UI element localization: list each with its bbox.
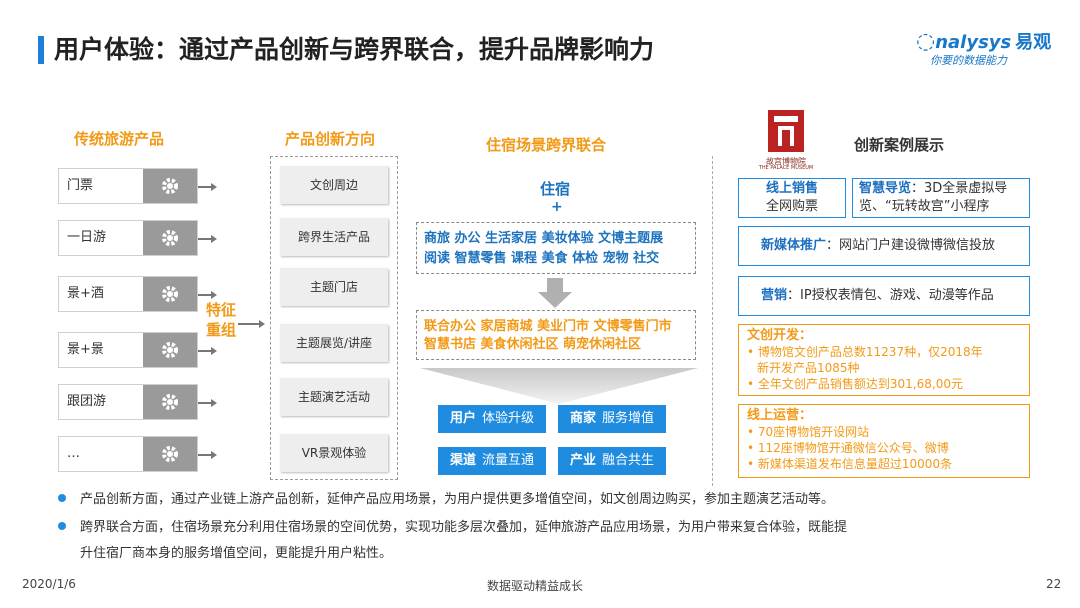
innovation-item: VR景观体验 (280, 434, 388, 472)
case-online-sales: 线上销售全网购票 (738, 178, 846, 218)
arrow-right-icon (238, 320, 265, 328)
arrow-right-icon (198, 183, 217, 191)
innovation-item: 文创周边 (280, 166, 388, 204)
gear-icon (143, 437, 197, 471)
case-smart-guide: 智慧导览：3D全景虚拟导览、“玩转故宫”小程序 (852, 178, 1030, 218)
gear-icon (143, 221, 197, 255)
funnel-shape (420, 368, 698, 404)
case-marketing: 营销：IP授权表情包、游戏、动漫等作品 (738, 276, 1030, 316)
feature-reorg-label: 特征重组 (206, 301, 237, 339)
cases-heading: 创新案例展示 (854, 136, 945, 154)
traditional-heading: 传统旅游产品 (74, 130, 165, 148)
lodging-scenes-line: 智慧书店 美食休闲社区 萌宠休闲社区 (424, 337, 642, 352)
innovation-item: 主题演艺活动 (280, 378, 388, 416)
bullet-dot-icon (58, 493, 66, 502)
page-number: 22 (1046, 577, 1062, 591)
museum-name-en: THE PALACE MUSEUM (758, 165, 814, 171)
innovation-item: 主题展览/讲座 (280, 324, 388, 362)
museum-name: 故宫博物院 (766, 157, 806, 166)
value-badge-merchant: 商家服务增值 (558, 405, 666, 433)
case-cultural-dev: 文创开发： • 博物馆文创产品总数11237种，仅2018年 新开发产品1085… (738, 324, 1030, 396)
lodging-tags-line: 阅读 智慧零售 课程 美食 体检 宠物 社交 (424, 251, 660, 266)
arrow-right-icon (198, 235, 217, 243)
bullet-point: 产品创新方面，通过产业链上游产品创新，延伸产品应用场景，为用户提供更多增值空间，… (58, 488, 834, 512)
lodging-tags-line: 商旅 办公 生活家居 美妆体验 文博主题展 (424, 231, 664, 246)
gear-icon (143, 277, 197, 311)
lodging-scenes-frame (416, 310, 696, 360)
bullet-continuation: 升住宿厂商本身的服务增值空间，更能提升用户粘性。 (80, 546, 393, 561)
palace-gate-icon (768, 110, 804, 152)
case-online-ops: 线上运营： • 70座博物馆开设网站 • 112座博物馆开通微信公众号、微博 •… (738, 404, 1030, 478)
gear-icon (143, 333, 197, 367)
page-title: 用户体验：通过产品创新与跨界联合，提升品牌影响力 (54, 35, 655, 64)
footer-date: 2020/1/6 (22, 577, 76, 591)
palace-museum-logo: 故宫博物院 THE PALACE MUSEUM (759, 108, 813, 172)
lodging-base: 住宿 (540, 180, 571, 198)
title-accent-bar (38, 36, 44, 64)
traditional-item: 景+酒 (58, 276, 198, 312)
innovation-frame (270, 156, 398, 480)
traditional-item: 门票 (58, 168, 198, 204)
arrow-right-icon (198, 291, 217, 299)
traditional-item: … (58, 436, 198, 472)
innovation-item: 主题门店 (280, 268, 388, 306)
innovation-item: 跨界生活产品 (280, 218, 388, 256)
traditional-item: 跟团游 (58, 384, 198, 420)
gear-icon (143, 169, 197, 203)
innovation-heading: 产品创新方向 (285, 130, 376, 148)
bullet-point: 跨界联合方面，住宿场景充分利用住宿场景的空间优势，实现功能多层次叠加，延伸旅游产… (58, 516, 847, 540)
arrow-right-icon (198, 451, 217, 459)
plus-sign: + (551, 199, 563, 215)
arrow-right-icon (198, 347, 217, 355)
lodging-heading: 住宿场景跨界联合 (486, 136, 607, 154)
arrow-down-icon (538, 278, 572, 308)
value-badge-industry: 产业融合共生 (558, 447, 666, 475)
traditional-item: 景+景 (58, 332, 198, 368)
cases-divider (712, 156, 713, 486)
value-badge-user: 用户体验升级 (438, 405, 546, 433)
logo-mark-icon: ◌ (916, 29, 936, 54)
bullet-dot-icon (58, 521, 66, 530)
arrow-right-icon (198, 399, 217, 407)
traditional-item: 一日游 (58, 220, 198, 256)
lodging-scenes-line: 联合办公 家居商城 美业门市 文博零售门市 (424, 319, 672, 334)
footer-slogan: 数据驱动精益成长 (487, 579, 584, 593)
value-badge-channel: 渠道流量互通 (438, 447, 546, 475)
gear-icon (143, 385, 197, 419)
case-new-media: 新媒体推广：网站门户建设微博微信投放 (738, 226, 1030, 266)
lodging-tags-frame (416, 222, 696, 274)
